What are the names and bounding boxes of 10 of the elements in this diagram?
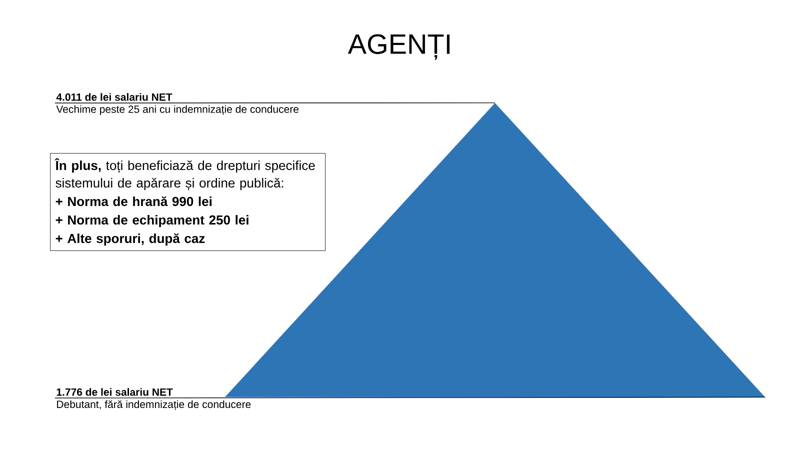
leader-line (54, 102, 496, 104)
node-text: 1.776 de lei salariu NET Debutant, fără indemnizație de conducere (56, 388, 251, 410)
salary-label: 4.011 de lei salariu NET (56, 93, 172, 101)
info-box: În plus, toți beneficiază de drepturi specifice sistemului de apărare și ordine publică: + Norma de hrană 990 lei + Norma de echipament 250 lei + Alte sporuri, după caz (50, 153, 326, 251)
description: Debutant, fără indemnizație de conducere (57, 400, 251, 410)
leader-line (54, 396, 766, 398)
title: AGENȚI (348, 34, 450, 60)
description: Vechime peste 25 ani cu indemnizație de conducere (56, 105, 298, 116)
node-text: 4.011 de lei salariu NET Vechime peste 25 ani cu indemnizație de conducere (56, 93, 298, 116)
salary-label: 1.776 de lei salariu NET (56, 388, 173, 396)
